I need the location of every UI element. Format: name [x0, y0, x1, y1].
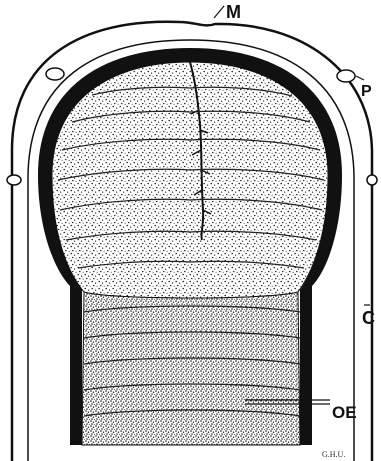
label-papilla: P	[361, 83, 372, 100]
leader-papilla	[356, 76, 364, 80]
papilla-right-lower	[367, 175, 377, 185]
label-cuticle: C	[362, 308, 375, 328]
oesophageal-region	[82, 292, 300, 445]
label-oesophagus: OE	[332, 403, 357, 422]
papilla-right-upper	[337, 70, 355, 82]
label-mouth: M	[226, 2, 241, 22]
papilla-left-upper	[46, 68, 64, 80]
papilla-left-lower	[7, 175, 21, 185]
artist-signature: G.H.U.	[322, 450, 345, 459]
leader-mouth	[214, 6, 224, 18]
